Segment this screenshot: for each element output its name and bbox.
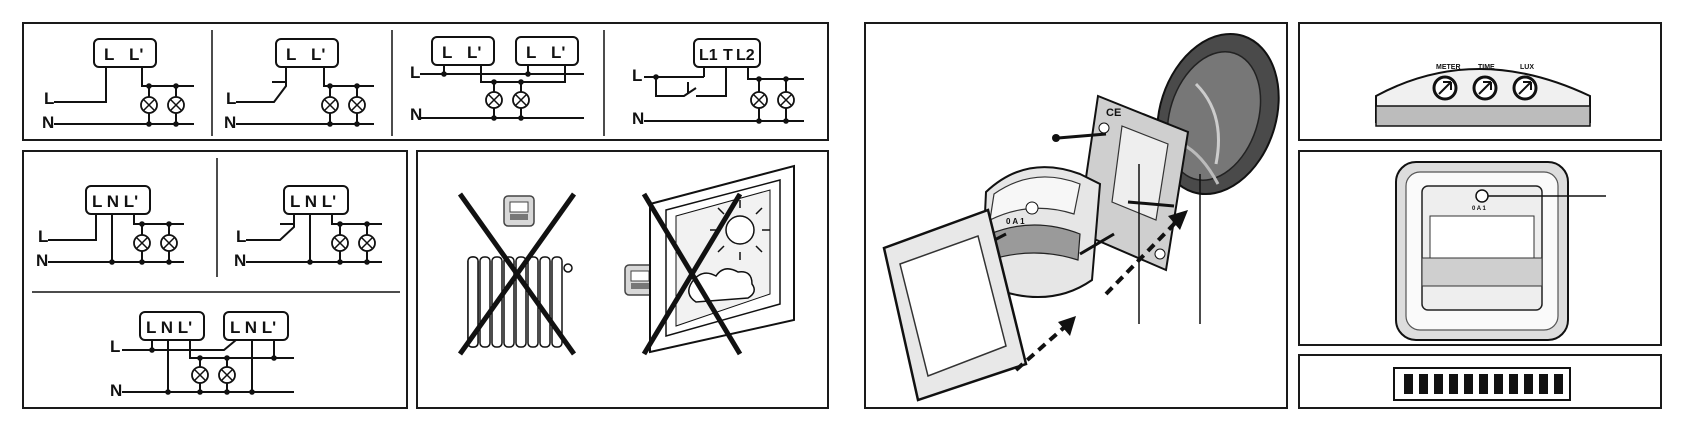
svg-text:L: L (226, 89, 236, 108)
diagram-three-wire: L1 T L2 L N (632, 39, 804, 128)
svg-text:TIME: TIME (1478, 64, 1495, 71)
indicator-bars (1404, 374, 1563, 394)
time-knob[interactable]: TIME (1474, 64, 1496, 99)
indicator-bar (1494, 374, 1503, 394)
placement-warning-panel (416, 150, 829, 409)
svg-text:L': L' (551, 43, 565, 62)
svg-text:L: L (442, 43, 452, 62)
indicator-bar (1449, 374, 1458, 394)
detector-icon (504, 196, 534, 226)
svg-text:N: N (36, 251, 48, 270)
svg-text:L': L' (467, 43, 481, 62)
indicator-bar (1479, 374, 1488, 394)
indicator-bar (1404, 374, 1413, 394)
svg-text:N: N (42, 113, 54, 132)
svg-text:METER: METER (1436, 64, 1461, 71)
svg-text:L: L (104, 45, 114, 64)
svg-text:L: L (110, 337, 120, 356)
indicator-bar (1554, 374, 1563, 394)
svg-text:L': L' (311, 45, 325, 64)
placement-warning-illustrations (418, 152, 831, 411)
installation-exploded-panel: CE 0 A 1 (864, 22, 1288, 409)
svg-text:L2: L2 (736, 47, 755, 64)
svg-text:L: L (286, 45, 296, 64)
exploded-assembly-view: CE 0 A 1 (866, 24, 1290, 411)
indicator-bar (1464, 374, 1473, 394)
svg-text:0 A 1: 0 A 1 (1006, 217, 1025, 226)
indicator-bar (1419, 374, 1428, 394)
svg-text:L: L (38, 227, 48, 246)
svg-text:L N L': L N L' (146, 318, 192, 337)
indicator-panel (1298, 354, 1662, 409)
two-wire-wiring-diagrams: L L' L N L L' L N (24, 24, 831, 143)
mode-dial[interactable] (1476, 190, 1488, 202)
lux-knob[interactable]: LUX (1514, 64, 1536, 99)
diagram-with-pushbutton: L L' L N (224, 39, 374, 132)
svg-text:L: L (632, 66, 642, 85)
diagram-lnl-direct: L N L' L N (36, 186, 184, 270)
svg-text:L: L (526, 43, 536, 62)
svg-text:L': L' (129, 45, 143, 64)
svg-text:L N L': L N L' (290, 192, 336, 211)
indicator-bar (1434, 374, 1443, 394)
wiring-panel-three-wire: L N L' L N L N L' L N (22, 150, 408, 409)
indicator-bar (1524, 374, 1533, 394)
svg-text:L N L': L N L' (92, 192, 138, 211)
svg-text:T: T (723, 47, 733, 64)
mounted-detector-panel: 0 A 1 (1298, 150, 1662, 346)
wiring-panel-two-wire: L L' L N L L' L N (22, 22, 829, 141)
diagram-lnl-two-detectors: L N L' L N L' L N (110, 312, 294, 400)
detector-knob-detail: METER TIME LUX (1300, 24, 1664, 143)
detector-knobs-panel: METER TIME LUX (1298, 22, 1662, 141)
svg-text:L1: L1 (699, 47, 718, 64)
svg-text:L: L (410, 63, 420, 82)
svg-text:L N L': L N L' (230, 318, 276, 337)
diagram-two-detectors-parallel: L L' L L' L N (410, 37, 584, 124)
svg-text:LUX: LUX (1520, 64, 1534, 71)
indicator-bar-graphic (1300, 356, 1664, 411)
svg-text:N: N (234, 251, 246, 270)
svg-text:L: L (44, 89, 54, 108)
svg-text:L: L (236, 227, 246, 246)
mounted-detector-front: 0 A 1 (1300, 152, 1664, 348)
indicator-bar (1539, 374, 1548, 394)
diagram-direct-switching: L L' L N (42, 39, 194, 132)
svg-text:CE: CE (1106, 107, 1121, 119)
svg-text:N: N (410, 105, 422, 124)
svg-text:N: N (110, 381, 122, 400)
diagram-lnl-pushbutton: L N L' L N (234, 186, 382, 270)
svg-text:N: N (632, 109, 644, 128)
svg-text:N: N (224, 113, 236, 132)
indicator-bar (1509, 374, 1518, 394)
three-wire-wiring-diagrams: L N L' L N L N L' L N (24, 152, 410, 411)
svg-text:0 A 1: 0 A 1 (1472, 206, 1487, 212)
